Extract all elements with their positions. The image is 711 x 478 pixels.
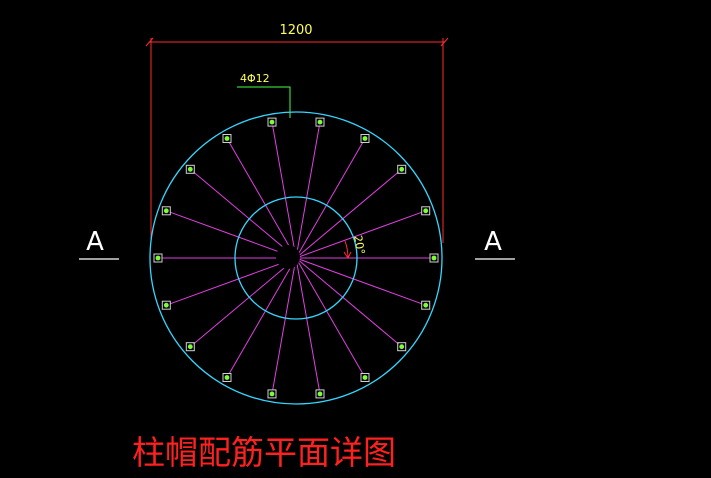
rebar-dot — [163, 302, 169, 308]
rebar-radial-line — [295, 125, 320, 259]
rebar-dot — [224, 136, 230, 141]
rebar-radial-line — [295, 171, 399, 259]
rebar-marker — [267, 117, 277, 127]
section-label-right: A — [484, 227, 502, 257]
rebar-radial-line — [295, 141, 364, 259]
rebar-radial-line — [169, 257, 297, 305]
section-label-left: A — [86, 227, 104, 257]
rebar-marker-box — [397, 164, 407, 174]
rebar-marker — [267, 389, 277, 399]
rebar-marker-box — [222, 134, 232, 143]
angle-label: 20° — [351, 234, 367, 255]
rebar-marker — [421, 206, 431, 216]
rebar-marker-box — [429, 253, 439, 263]
rebar-dot — [187, 166, 193, 172]
rebar-marker-box — [421, 206, 431, 216]
rebar-dot — [163, 208, 169, 214]
rebar-dot — [317, 119, 323, 125]
rebar-dot — [362, 375, 368, 380]
rebar-marker — [161, 300, 171, 310]
dimension-tick-left — [145, 37, 154, 47]
rebar-radial-line — [193, 171, 297, 259]
rebar-radial-line — [193, 257, 297, 345]
rebar-marker — [360, 373, 370, 382]
rebar-label: 4Φ12 — [240, 72, 270, 85]
rebar-marker — [185, 164, 195, 174]
rebar-radial-line — [295, 257, 423, 305]
rebar-lines — [162, 125, 430, 391]
rebar-radial-line — [295, 211, 423, 259]
rebar-marker-box — [315, 389, 325, 399]
rebar-marker — [161, 206, 171, 216]
rebar-marker — [360, 134, 370, 143]
rebar-radial-line — [295, 257, 364, 375]
rebar-markers — [153, 117, 439, 399]
drawing-title: 柱帽配筋平面详图 — [132, 433, 396, 472]
rebar-marker-box — [185, 164, 195, 174]
rebar-radial-line — [228, 257, 297, 375]
rebar-marker — [222, 134, 232, 143]
rebar-dot — [269, 119, 275, 125]
rebar-dot — [431, 255, 437, 261]
rebar-radial-line — [169, 211, 297, 259]
dimension-1200: 1200 — [145, 23, 449, 243]
rebar-marker-box — [185, 342, 195, 352]
rebar-dot — [269, 391, 275, 397]
rebar-marker-box — [360, 134, 370, 143]
angle-arrow — [343, 251, 352, 259]
rebar-dot — [317, 391, 323, 397]
rebar-marker-box — [421, 300, 431, 310]
rebar-marker-box — [267, 117, 277, 127]
pile-cap-inner-circle — [234, 196, 358, 320]
section-mark-right: A — [475, 227, 515, 260]
rebar-marker-box — [315, 117, 325, 127]
rebar-radial-line — [272, 125, 297, 259]
rebar-dot — [187, 344, 193, 350]
rebar-marker — [153, 253, 163, 263]
rebar-dot — [423, 302, 429, 308]
rebar-radial-line — [272, 257, 297, 391]
leader-line — [237, 86, 291, 118]
rebar-leader: 4Φ12 — [237, 72, 291, 118]
rebar-marker-box — [267, 389, 277, 399]
rebar-marker — [185, 342, 195, 352]
rebar-marker-box — [161, 300, 171, 310]
rebar-marker — [315, 389, 325, 399]
rebar-dot — [362, 136, 368, 141]
dimension-text: 1200 — [279, 23, 312, 38]
angle-annotation: 20° — [343, 234, 367, 259]
rebar-dot — [399, 166, 405, 172]
rebar-radial-line — [228, 141, 297, 259]
rebar-marker — [421, 300, 431, 310]
rebar-marker-box — [397, 342, 407, 352]
center-dot — [276, 245, 300, 269]
rebar-marker-box — [222, 373, 232, 382]
section-mark-left: A — [79, 227, 119, 260]
rebar-marker-box — [161, 206, 171, 216]
dimension-tick-right — [440, 37, 449, 47]
rebar-radial-line — [295, 257, 320, 391]
rebar-dot — [423, 208, 429, 214]
rebar-dot — [399, 344, 405, 350]
rebar-marker — [222, 373, 232, 382]
rebar-marker — [429, 253, 439, 263]
rebar-dot — [155, 255, 161, 261]
rebar-dot — [224, 375, 230, 380]
rebar-marker — [397, 342, 407, 352]
rebar-marker-box — [153, 253, 163, 263]
rebar-marker-box — [360, 373, 370, 382]
pile-cap-outer-circle — [149, 111, 443, 405]
rebar-marker — [397, 164, 407, 174]
rebar-radial-line — [295, 257, 399, 345]
rebar-marker — [315, 117, 325, 127]
